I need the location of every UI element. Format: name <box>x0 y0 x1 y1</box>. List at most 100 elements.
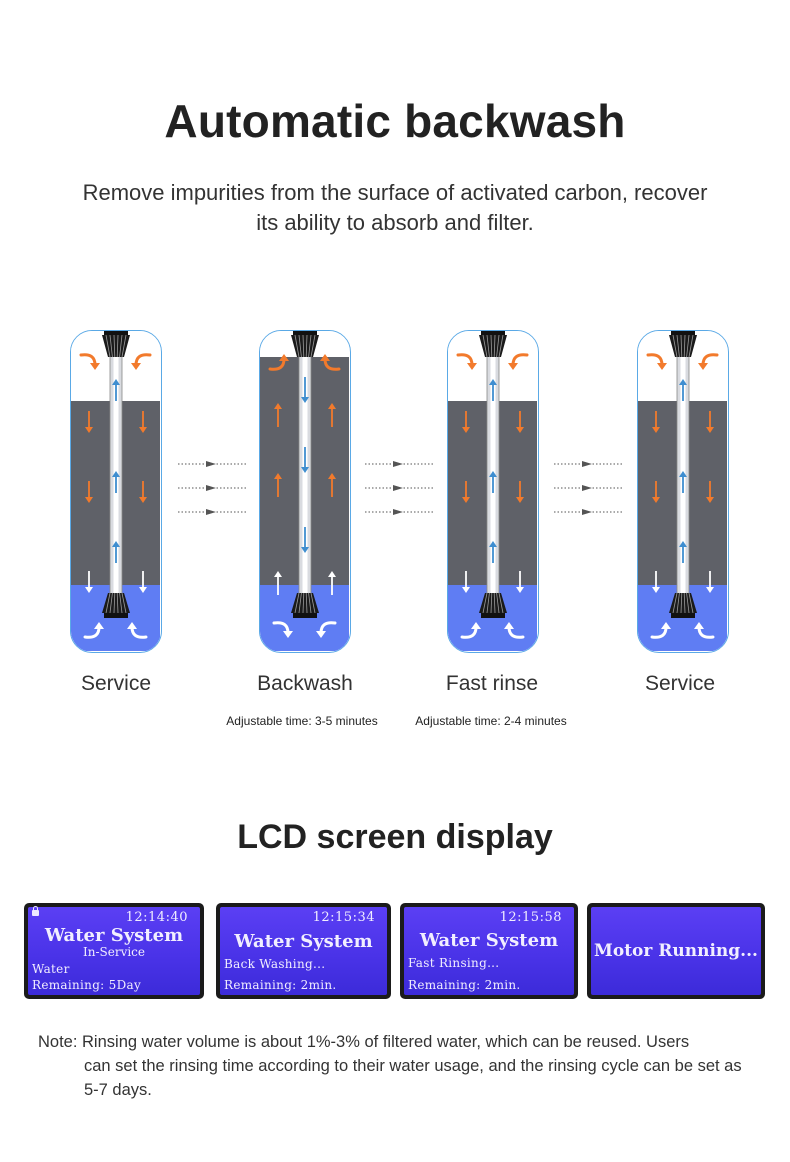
curl-arrow-icon <box>79 353 100 370</box>
curl-arrow-icon <box>698 353 719 370</box>
bottom-distributor-icon <box>479 592 507 618</box>
dotted-arrow-icon <box>554 461 622 467</box>
top-distributor-icon <box>669 331 697 358</box>
down-arrow-icon <box>516 411 524 433</box>
lcd-screen-service: 12:14:40 Water System In-Service Water R… <box>24 903 204 999</box>
down-arrow-icon <box>85 411 93 433</box>
down-arrow-icon <box>301 527 309 553</box>
up-arrow-icon <box>274 473 282 497</box>
curl-arrow-icon <box>646 353 667 370</box>
subtitle-line-1: Remove impurities from the surface of ac… <box>82 180 708 205</box>
up-arrow-icon <box>328 403 336 427</box>
curl-arrow-icon <box>272 621 293 638</box>
up-arrow-icon <box>679 471 687 493</box>
tank-diagram <box>638 331 727 651</box>
up-arrow-icon <box>112 471 120 493</box>
dotted-arrow-icon <box>178 485 246 491</box>
down-arrow-icon <box>139 571 147 593</box>
lcd-heading: Water System <box>234 931 373 952</box>
note-rest: can set the rinsing time according to th… <box>84 1057 742 1099</box>
lcd-line-2: Remaining: 2min. <box>408 978 521 992</box>
up-arrow-icon <box>328 571 336 595</box>
tank-backwash <box>259 330 351 653</box>
up-arrow-icon <box>679 541 687 563</box>
top-distributor-icon <box>291 331 319 358</box>
lcd-heading: Motor Running... <box>594 941 758 961</box>
tank-fast-rinse <box>447 330 539 653</box>
down-arrow-icon <box>516 481 524 503</box>
up-arrow-icon <box>489 541 497 563</box>
dotted-arrow-icon <box>554 485 622 491</box>
down-arrow-icon <box>301 377 309 403</box>
down-arrow-icon <box>462 411 470 433</box>
bottom-distributor-icon <box>291 592 319 618</box>
curl-arrow-icon <box>83 622 104 639</box>
top-distributor-icon <box>479 331 507 358</box>
curl-arrow-icon <box>268 354 289 371</box>
stage-label-fast-rinse: Fast rinse <box>445 672 539 695</box>
lcd-line-2: Remaining: 2min. <box>224 978 337 992</box>
down-arrow-icon <box>706 481 714 503</box>
down-arrow-icon <box>516 571 524 593</box>
curl-arrow-icon <box>460 622 481 639</box>
up-arrow-icon <box>679 379 687 401</box>
up-arrow-icon <box>112 379 120 401</box>
lcd-line-1: Fast Rinsing... <box>408 956 500 970</box>
dotted-arrow-icon <box>365 485 433 491</box>
note-first-line: Note: Rinsing water volume is about 1%-3… <box>38 1033 690 1051</box>
bottom-distributor-icon <box>669 592 697 618</box>
lcd-subheading: In-Service <box>82 945 146 959</box>
dotted-arrow-icon <box>365 461 433 467</box>
curl-arrow-icon <box>320 354 341 371</box>
down-arrow-icon <box>85 481 93 503</box>
lcd-heading: Water System <box>419 930 559 951</box>
curl-arrow-icon <box>316 621 337 638</box>
up-arrow-icon <box>112 541 120 563</box>
lcd-heading: Water System <box>44 925 184 946</box>
down-arrow-icon <box>652 411 660 433</box>
down-arrow-icon <box>652 481 660 503</box>
down-arrow-icon <box>706 571 714 593</box>
down-arrow-icon <box>301 447 309 473</box>
down-arrow-icon <box>139 481 147 503</box>
curl-arrow-icon <box>508 353 529 370</box>
tank-diagram <box>448 331 537 651</box>
bottom-distributor-icon <box>102 592 130 618</box>
curl-arrow-icon <box>456 353 477 370</box>
dotted-arrow-icon <box>178 461 246 467</box>
tank-service-2 <box>637 330 729 653</box>
stage-label-backwash: Backwash <box>257 672 353 695</box>
flow-arrows-2 <box>365 461 433 515</box>
note-text: Note: Rinsing water volume is about 1%-3… <box>38 1030 758 1102</box>
down-arrow-icon <box>652 571 660 593</box>
dotted-arrow-icon <box>178 509 246 515</box>
down-arrow-icon <box>462 481 470 503</box>
curl-arrow-icon <box>131 353 152 370</box>
stage-label-service-1: Service <box>80 672 152 695</box>
lcd-time: 12:15:58 <box>499 910 562 925</box>
lcd-line-1: Back Washing... <box>224 957 326 971</box>
down-arrow-icon <box>85 571 93 593</box>
tank-diagram <box>260 331 349 651</box>
lcd-section-title: LCD screen display <box>237 818 553 856</box>
flow-arrows-3 <box>554 461 622 515</box>
backwash-adjustable-time: Adjustable time: 3-5 minutes <box>226 714 378 728</box>
pipe-core <box>302 355 308 605</box>
rinse-adjustable-time: Adjustable time: 2-4 minutes <box>415 714 567 728</box>
lcd-line-1: Water <box>32 962 70 976</box>
flow-arrows-1 <box>178 461 246 515</box>
up-arrow-icon <box>489 471 497 493</box>
up-arrow-icon <box>274 571 282 595</box>
tank-diagram <box>71 331 160 651</box>
lcd-time: 12:15:34 <box>312 910 375 925</box>
stage-label-service-2: Service <box>644 672 716 695</box>
page-subtitle: Remove impurities from the surface of ac… <box>40 178 750 238</box>
lcd-time: 12:14:40 <box>125 910 188 925</box>
down-arrow-icon <box>706 411 714 433</box>
lcd-screen-fast-rinse: 12:15:58 Water System Fast Rinsing... Re… <box>400 903 578 999</box>
tank-service-1 <box>70 330 162 653</box>
curl-arrow-icon <box>127 622 148 639</box>
lcd-screen-backwash: 12:15:34 Water System Back Washing... Re… <box>216 903 391 999</box>
down-arrow-icon <box>139 411 147 433</box>
lock-icon <box>32 906 39 916</box>
